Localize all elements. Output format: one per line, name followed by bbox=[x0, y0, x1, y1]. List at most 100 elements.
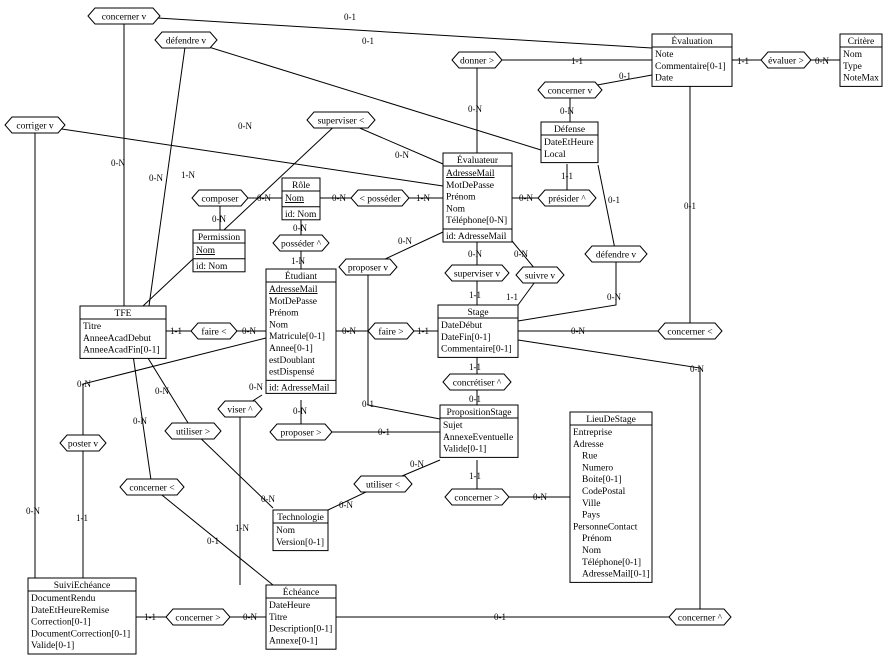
entity-echeance[interactable]: ÉchéanceDateHeureTitreDescription[0-1]An… bbox=[265, 584, 337, 650]
relation-shape bbox=[269, 423, 333, 441]
cardinality-label: 0-1 bbox=[469, 394, 481, 404]
relation-r-corriger[interactable]: corriger v bbox=[4, 116, 66, 134]
relation-r-concerner-def[interactable]: concerner v bbox=[537, 81, 603, 99]
entity-attribute: Annee[0-1] bbox=[269, 344, 313, 354]
relation-r-faire-tfe[interactable]: faire < bbox=[190, 322, 238, 340]
relation-r-utiliser-ps[interactable]: utiliser < bbox=[353, 475, 413, 493]
relation-label: concerner > bbox=[454, 494, 499, 504]
relation-shape bbox=[338, 258, 398, 276]
relation-r-concerner-stage[interactable]: concerner < bbox=[657, 322, 723, 340]
relation-r-viser[interactable]: viser ^ bbox=[217, 400, 263, 418]
connector-line bbox=[185, 39, 542, 151]
relation-label: poster v bbox=[68, 440, 99, 450]
relation-r-superviser-v[interactable]: superviser v bbox=[444, 264, 510, 282]
relation-r-concerner-ech[interactable]: concerner ^ bbox=[668, 608, 732, 626]
cardinality-label: 0-N bbox=[571, 326, 585, 336]
relation-r-defendre-top[interactable]: défendre v bbox=[154, 31, 218, 49]
relation-label: faire > bbox=[378, 327, 403, 338]
cardinality-label: 1-N bbox=[291, 256, 305, 266]
relation-shape bbox=[353, 475, 413, 493]
entity-attribute: AdresseMail[0-1] bbox=[582, 570, 650, 580]
relation-r-concerner-suivi[interactable]: concerner > bbox=[165, 608, 231, 626]
relation-r-posseder-role[interactable]: < posséder bbox=[350, 189, 410, 207]
entity-attribute: AnneeAcadFin[0-1] bbox=[83, 346, 160, 356]
relation-r-faire-stage[interactable]: faire > bbox=[367, 322, 415, 340]
cardinality-label: 1-1 bbox=[76, 513, 88, 523]
links-layer bbox=[34, 15, 840, 618]
relation-label: utiliser > bbox=[176, 428, 210, 438]
cardinality-label: 1-N bbox=[235, 523, 249, 533]
entity-attribute: Prénom bbox=[446, 193, 476, 203]
entity-evaluateur[interactable]: ÉvaluateurAdresseMailMotDePassePrénomNom… bbox=[442, 152, 513, 243]
cardinality-label: 0-N bbox=[249, 382, 263, 392]
entity-title: Défense bbox=[554, 124, 585, 135]
relation-r-concerner-top[interactable]: concerner v bbox=[87, 7, 161, 25]
relations-layer: concerner v défendre v corriger v supervise… bbox=[4, 7, 812, 626]
relation-r-posseder-etu[interactable]: posséder ^ bbox=[272, 234, 330, 252]
entity-attribute: Entreprise bbox=[573, 428, 612, 438]
entity-attribute: Nom bbox=[269, 320, 289, 330]
entity-attribute: NoteMax bbox=[843, 74, 879, 84]
entity-title: TFE bbox=[115, 309, 132, 319]
connector-line bbox=[82, 337, 267, 443]
relation-r-concerner-lieu[interactable]: concerner > bbox=[444, 488, 510, 506]
entity-box bbox=[265, 268, 337, 394]
connector-line bbox=[192, 430, 274, 509]
relation-r-concretiser[interactable]: concrétiser ^ bbox=[442, 373, 512, 391]
relation-shape bbox=[119, 478, 185, 496]
entity-identifier: id: AdresseMail bbox=[269, 383, 330, 393]
cardinality-label: 0-N bbox=[242, 326, 256, 336]
relation-r-presider[interactable]: présider ^ bbox=[537, 189, 597, 207]
connector-line bbox=[123, 15, 653, 49]
entity-title: Stage bbox=[467, 308, 488, 318]
relation-r-poster[interactable]: poster v bbox=[59, 434, 107, 452]
entity-attribute: Version[0-1] bbox=[276, 538, 324, 548]
entity-box bbox=[569, 411, 653, 583]
entity-attribute: Prénom bbox=[582, 534, 612, 544]
entity-attribute: AnneeAcadDebut bbox=[83, 334, 151, 344]
entity-box bbox=[79, 305, 167, 359]
relation-r-superviser-top[interactable]: superviser < bbox=[306, 111, 376, 129]
relation-shape bbox=[451, 51, 503, 69]
relation-r-composer[interactable]: composer bbox=[191, 189, 249, 207]
relation-label: défendre v bbox=[596, 250, 637, 261]
entity-stage[interactable]: StageDateDébutDateFin[0-1]Commentaire[0-… bbox=[437, 304, 519, 358]
entity-attribute: Nom bbox=[582, 546, 602, 556]
entity-attribute: Sujet bbox=[443, 421, 463, 431]
cardinality-label: 0-N bbox=[410, 459, 424, 469]
relation-r-evaluer[interactable]: évaluer > bbox=[760, 51, 812, 69]
connector-line bbox=[132, 354, 153, 488]
entity-attribute: AdresseMail bbox=[269, 285, 318, 295]
relation-r-suivre[interactable]: suivre v bbox=[515, 266, 565, 284]
entity-attribute: DocumentRendu bbox=[31, 594, 96, 604]
cardinality-label: 1-1 bbox=[737, 56, 749, 66]
entity-attribute: Valide[0-1] bbox=[31, 641, 74, 651]
relation-r-donner[interactable]: donner > bbox=[451, 51, 503, 69]
entity-etudiant[interactable]: ÉtudiantAdresseMailMotDePassePrénomNomMa… bbox=[265, 268, 337, 394]
entity-propositionstage[interactable]: PropositionStageSujetAnnexeEventuelleVal… bbox=[439, 404, 519, 458]
cardinality-label: 0-N bbox=[607, 292, 621, 302]
relation-r-proposer-ps[interactable]: proposer > bbox=[269, 423, 333, 441]
entity-lieudestage[interactable]: LieuDeStageEntrepriseAdresseRueNumeroBoi… bbox=[569, 411, 653, 583]
relation-r-concerner-tfe[interactable]: concerner < bbox=[119, 478, 185, 496]
relation-r-proposer-v[interactable]: proposer v bbox=[338, 258, 398, 276]
relation-r-utiliser-tfe[interactable]: utiliser > bbox=[164, 422, 222, 440]
entity-attribute: Téléphone[0-1] bbox=[582, 558, 641, 568]
cardinality-label: 1-1 bbox=[506, 292, 518, 302]
cardinality-label: 0-N bbox=[533, 492, 547, 502]
relation-r-defendre-mid[interactable]: défendre v bbox=[584, 245, 648, 263]
entity-suiviecheance[interactable]: SuiviEchéanceDocumentRenduDateEtHeureRem… bbox=[27, 577, 137, 655]
cardinality-label: 0-1 bbox=[608, 195, 620, 205]
cardinality-label: 0-1 bbox=[494, 612, 506, 622]
cardinality-label: 0-N bbox=[690, 364, 704, 374]
entity-attribute: Titre bbox=[269, 613, 287, 623]
connector-line bbox=[597, 164, 617, 255]
